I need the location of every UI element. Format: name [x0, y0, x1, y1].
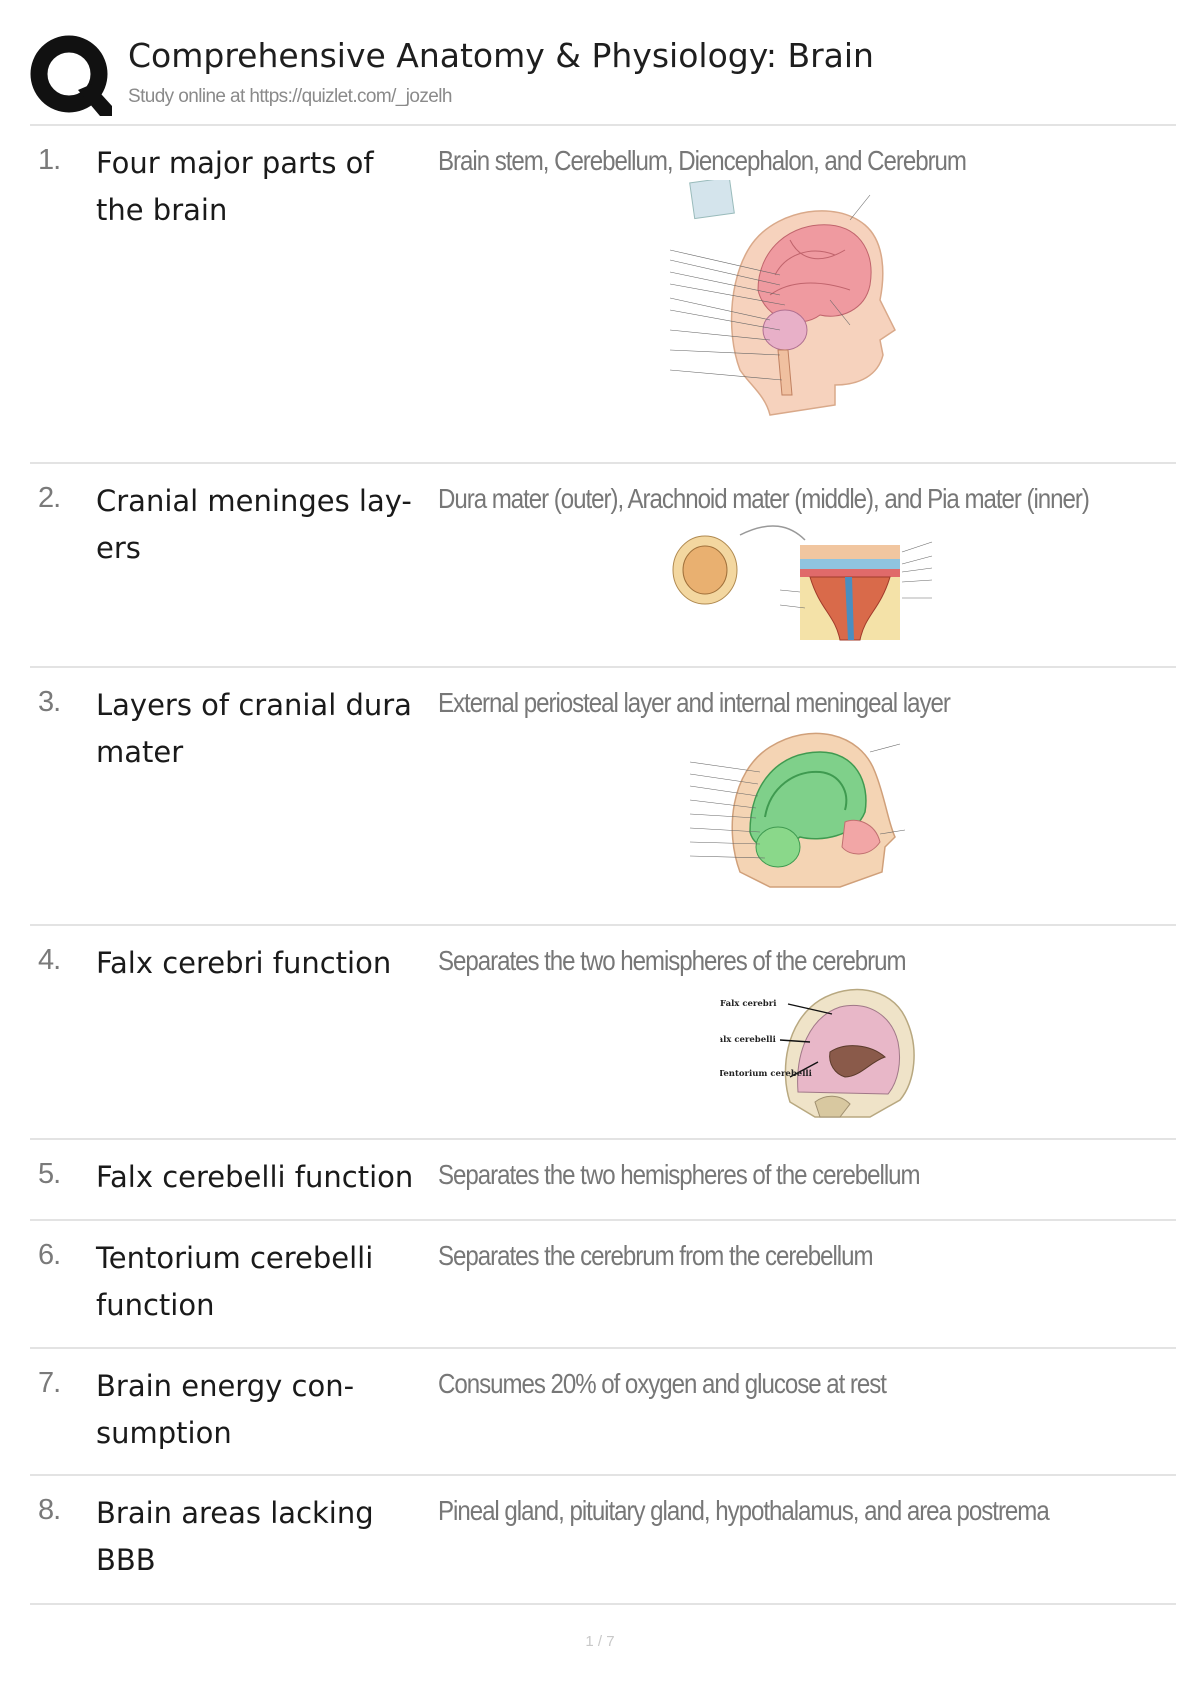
- header: Comprehensive Anatomy & Physiology: Brai…: [30, 34, 1180, 124]
- card-number: 4.: [38, 944, 61, 976]
- card-term: Tentorium cerebelli function: [96, 1241, 374, 1322]
- page-counter: 1 / 7: [585, 1633, 615, 1650]
- card-7: 7. Brain energy con- sumption Consumes 2…: [30, 1363, 1176, 1473]
- card-term: Falx cerebelli function: [96, 1160, 414, 1194]
- divider: [30, 462, 1176, 464]
- card-definition: Pineal gland, pituitary gland, hypothala…: [438, 1495, 1050, 1526]
- dural-folds-figure: Falx cerebri Falx cerebelli Tentorium ce…: [720, 988, 915, 1118]
- card-1: 1. Four major parts of the brain Brain s…: [30, 140, 1176, 460]
- card-number: 8.: [38, 1494, 61, 1526]
- dura-mater-sagittal-figure: [689, 732, 906, 888]
- page-title: Comprehensive Anatomy & Physiology: Brai…: [128, 36, 874, 75]
- card-4: 4. Falx cerebri function Separates the t…: [30, 940, 1176, 1134]
- card-8: 8. Brain areas lacking BBB Pineal gland,…: [30, 1490, 1176, 1600]
- brain-sagittal-head-figure: [670, 180, 896, 416]
- card-definition: Consumes 20% of oxygen and glucose at re…: [438, 1368, 887, 1399]
- divider: [30, 1138, 1176, 1140]
- quizlet-logo-icon: [30, 35, 112, 116]
- card-5: 5. Falx cerebelli function Separates the…: [30, 1154, 1176, 1218]
- card-term: Brain areas lacking BBB: [96, 1496, 374, 1577]
- card-term: Falx cerebri function: [96, 946, 392, 980]
- divider: [30, 924, 1176, 926]
- tentorium-cerebelli-label: Tentorium cerebelli: [720, 1069, 813, 1079]
- card-term: Brain energy con- sumption: [96, 1369, 355, 1450]
- card-number: 3.: [38, 686, 61, 718]
- card-number: 2.: [38, 482, 61, 514]
- divider: [30, 1603, 1176, 1605]
- divider: [30, 1347, 1176, 1349]
- card-number: 5.: [38, 1158, 61, 1190]
- card-definition: Dura mater (outer), Arachnoid mater (mid…: [438, 483, 1090, 514]
- card-definition: Brain stem, Cerebellum, Diencephalon, an…: [438, 145, 967, 176]
- card-term: Four major parts of the brain: [96, 146, 374, 227]
- card-number: 6.: [38, 1239, 61, 1271]
- card-number: 1.: [38, 144, 61, 176]
- card-number: 7.: [38, 1367, 61, 1399]
- card-definition: Separates the two hemispheres of the cer…: [438, 1159, 921, 1190]
- falx-cerebri-label: Falx cerebri: [720, 999, 777, 1009]
- divider: [30, 124, 1176, 126]
- card-6: 6. Tentorium cerebelli function Separate…: [30, 1235, 1176, 1345]
- card-term: Layers of cranial dura mater: [96, 688, 412, 769]
- card-definition: Separates the two hemispheres of the cer…: [438, 945, 907, 976]
- falx-cerebelli-label: Falx cerebelli: [720, 1035, 777, 1045]
- cranial-meninges-figure: [672, 525, 933, 641]
- divider: [30, 666, 1176, 668]
- card-3: 3. Layers of cranial dura mater External…: [30, 682, 1176, 922]
- divider: [30, 1474, 1176, 1476]
- card-term: Cranial meninges lay- ers: [96, 484, 412, 565]
- study-online-link[interactable]: Study online at https://quizlet.com/_joz…: [128, 86, 452, 107]
- card-definition: Separates the cerebrum from the cerebell…: [438, 1240, 874, 1271]
- card-2: 2. Cranial meninges lay- ers Dura mater …: [30, 478, 1176, 662]
- card-definition: External periosteal layer and internal m…: [438, 687, 951, 718]
- divider: [30, 1219, 1176, 1221]
